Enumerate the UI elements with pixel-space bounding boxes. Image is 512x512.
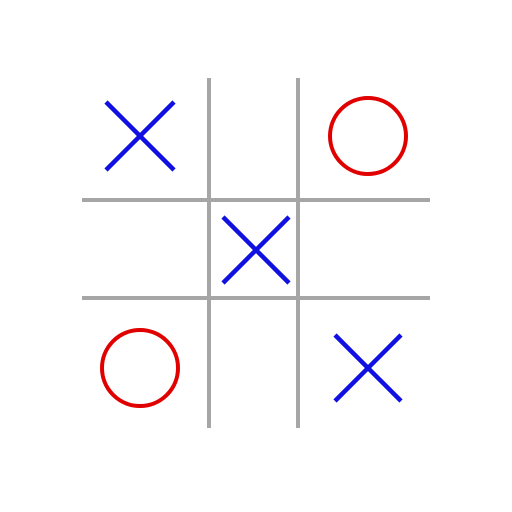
cell-r2-c3[interactable] bbox=[300, 202, 430, 296]
x-mark-stroke-2 bbox=[221, 215, 291, 285]
cell-r1-c3[interactable] bbox=[300, 78, 430, 198]
cell-r2-c1[interactable] bbox=[82, 202, 207, 296]
x-mark-icon bbox=[333, 333, 403, 403]
x-mark-stroke-2 bbox=[104, 100, 176, 172]
board-grid bbox=[82, 78, 430, 428]
x-mark-icon bbox=[221, 215, 291, 285]
x-mark-stroke-2 bbox=[333, 333, 403, 403]
cell-r3-c2[interactable] bbox=[211, 300, 296, 428]
board-marks bbox=[100, 96, 408, 408]
o-mark-icon bbox=[328, 96, 408, 176]
x-mark-icon bbox=[104, 100, 176, 172]
o-mark-icon bbox=[100, 328, 180, 408]
cell-r1-c2[interactable] bbox=[211, 78, 296, 198]
